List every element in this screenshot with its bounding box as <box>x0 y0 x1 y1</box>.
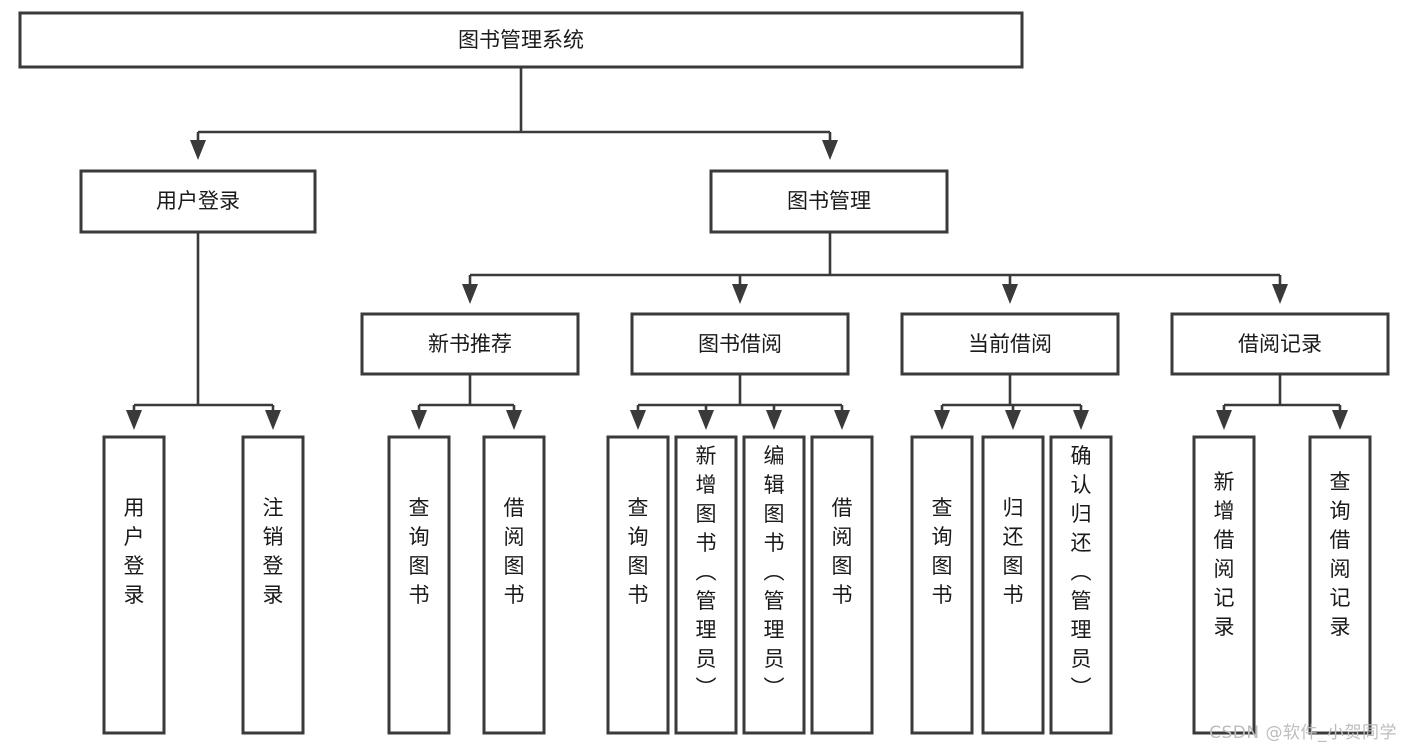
leaf-borrow-book-rec-box <box>482 435 546 735</box>
leaf-node-query-book-borrow[interactable]: 查询图书 <box>606 435 670 735</box>
node-book-manage-box <box>709 169 949 234</box>
leaf-node-query-book-current[interactable]: 查询图书 <box>910 435 974 735</box>
arrow-root-to-user-login <box>190 140 206 160</box>
csdn-watermark: CSDN @软件_小贺同学 <box>1209 723 1397 743</box>
node-new-book-recommend-label: 新书推荐 <box>428 332 512 356</box>
arrow-ul-to-user-login-leaf <box>126 410 142 430</box>
node-borrow-record-box <box>1170 312 1390 376</box>
leaf-node-add-record[interactable]: 新增借阅记录 <box>1192 435 1256 735</box>
leaf-user-login-box <box>102 435 166 735</box>
arrow-cb-to-query-book <box>934 410 950 430</box>
arrow-bb-to-add-book <box>698 410 714 430</box>
leaf-query-book-borrow-label: 查询图书 <box>628 496 649 607</box>
leaf-query-book-current-label: 查询图书 <box>932 496 953 607</box>
leaf-query-record-box <box>1308 435 1372 735</box>
leaf-query-book-rec-box <box>387 435 451 735</box>
leaf-node-user-logout[interactable]: 注销登录 <box>241 435 305 735</box>
node-book-borrow-label: 图书借阅 <box>698 332 782 356</box>
leaf-add-book-box <box>674 435 738 735</box>
arrow-br-to-query-record <box>1332 410 1348 430</box>
leaf-return-book-box <box>981 435 1045 735</box>
connector-group-book-manage <box>462 232 1288 304</box>
node-root-label: 图书管理系统 <box>458 28 584 52</box>
connector-group-current-borrow <box>934 374 1089 430</box>
leaf-confirm-return-label: 确认归还︵管理员︶ <box>1071 444 1092 700</box>
leaf-node-add-book[interactable]: 新增图书︵管理员︶ <box>674 435 738 735</box>
leaf-return-book-label: 归还图书 <box>1003 496 1024 607</box>
connector-group-book-borrow <box>630 374 850 430</box>
leaf-node-edit-book[interactable]: 编辑图书︵管理员︶ <box>742 435 806 735</box>
arrow-bb-to-query-book <box>630 410 646 430</box>
connector-group-root <box>190 67 838 160</box>
leaf-user-logout-label: 注销登录 <box>263 496 284 607</box>
node-borrow-record[interactable]: 借阅记录 <box>1170 312 1390 376</box>
leaf-edit-book-label: 编辑图书︵管理员︶ <box>764 444 785 700</box>
leaf-borrow-book-box <box>810 435 874 735</box>
leaf-add-book-label: 新增图书︵管理员︶ <box>696 444 717 700</box>
leaf-query-book-rec-label: 查询图书 <box>409 496 430 607</box>
arrow-nbr-to-borrow-book <box>506 410 522 430</box>
node-root-box <box>18 11 1024 69</box>
arrow-bb-to-edit-book <box>766 410 782 430</box>
leaf-node-return-book[interactable]: 归还图书 <box>981 435 1045 735</box>
leaf-query-book-current-box <box>910 435 974 735</box>
arrow-root-to-book-manage <box>822 140 838 160</box>
arrow-cb-to-confirm-return <box>1073 410 1089 430</box>
node-user-login-box <box>79 169 317 234</box>
leaf-query-book-borrow-box <box>606 435 670 735</box>
leaf-edit-book-box <box>742 435 806 735</box>
leaf-borrow-book-rec-label: 借阅图书 <box>504 496 525 607</box>
connector-group-user-login <box>126 232 281 430</box>
node-current-borrow[interactable]: 当前借阅 <box>900 312 1120 376</box>
leaf-node-query-book-rec[interactable]: 查询图书 <box>387 435 451 735</box>
node-borrow-record-label: 借阅记录 <box>1238 332 1322 356</box>
arrow-bm-to-new-book-recommend <box>462 284 478 304</box>
leaf-confirm-return-box <box>1049 435 1113 735</box>
leaf-add-record-label: 新增借阅记录 <box>1214 470 1235 639</box>
leaf-node-query-record[interactable]: 查询借阅记录 <box>1308 435 1372 735</box>
node-book-borrow[interactable]: 图书借阅 <box>630 312 850 376</box>
connector-group-new-book-recommend <box>411 374 522 430</box>
arrow-bm-to-borrow-record <box>1272 284 1288 304</box>
arrow-nbr-to-query-book <box>411 410 427 430</box>
node-user-login-label: 用户登录 <box>156 189 240 213</box>
node-book-manage[interactable]: 图书管理 <box>709 169 949 234</box>
connector-group-borrow-record <box>1216 374 1348 430</box>
node-new-book-recommend-box <box>360 312 580 376</box>
arrow-cb-to-return-book <box>1005 410 1021 430</box>
node-book-manage-label: 图书管理 <box>787 189 871 213</box>
arrow-bb-to-borrow-book <box>834 410 850 430</box>
node-book-borrow-box <box>630 312 850 376</box>
leaf-query-record-label: 查询借阅记录 <box>1330 470 1351 639</box>
node-user-login[interactable]: 用户登录 <box>79 169 317 234</box>
leaf-node-user-login[interactable]: 用户登录 <box>102 435 166 735</box>
arrow-bm-to-current-borrow <box>1002 284 1018 304</box>
arrow-ul-to-user-logout-leaf <box>265 410 281 430</box>
node-root[interactable]: 图书管理系统 <box>18 11 1024 69</box>
leaf-user-login-label: 用户登录 <box>124 496 145 607</box>
leaf-borrow-book-label: 借阅图书 <box>832 496 853 607</box>
node-current-borrow-label: 当前借阅 <box>968 332 1052 356</box>
leaf-node-confirm-return[interactable]: 确认归还︵管理员︶ <box>1049 435 1113 735</box>
leaf-add-record-box <box>1192 435 1256 735</box>
arrow-bm-to-book-borrow <box>732 284 748 304</box>
node-current-borrow-box <box>900 312 1120 376</box>
leaf-node-borrow-book[interactable]: 借阅图书 <box>810 435 874 735</box>
arrow-br-to-add-record <box>1216 410 1232 430</box>
leaf-node-borrow-book-rec[interactable]: 借阅图书 <box>482 435 546 735</box>
node-new-book-recommend[interactable]: 新书推荐 <box>360 312 580 376</box>
leaf-user-logout-box <box>241 435 305 735</box>
